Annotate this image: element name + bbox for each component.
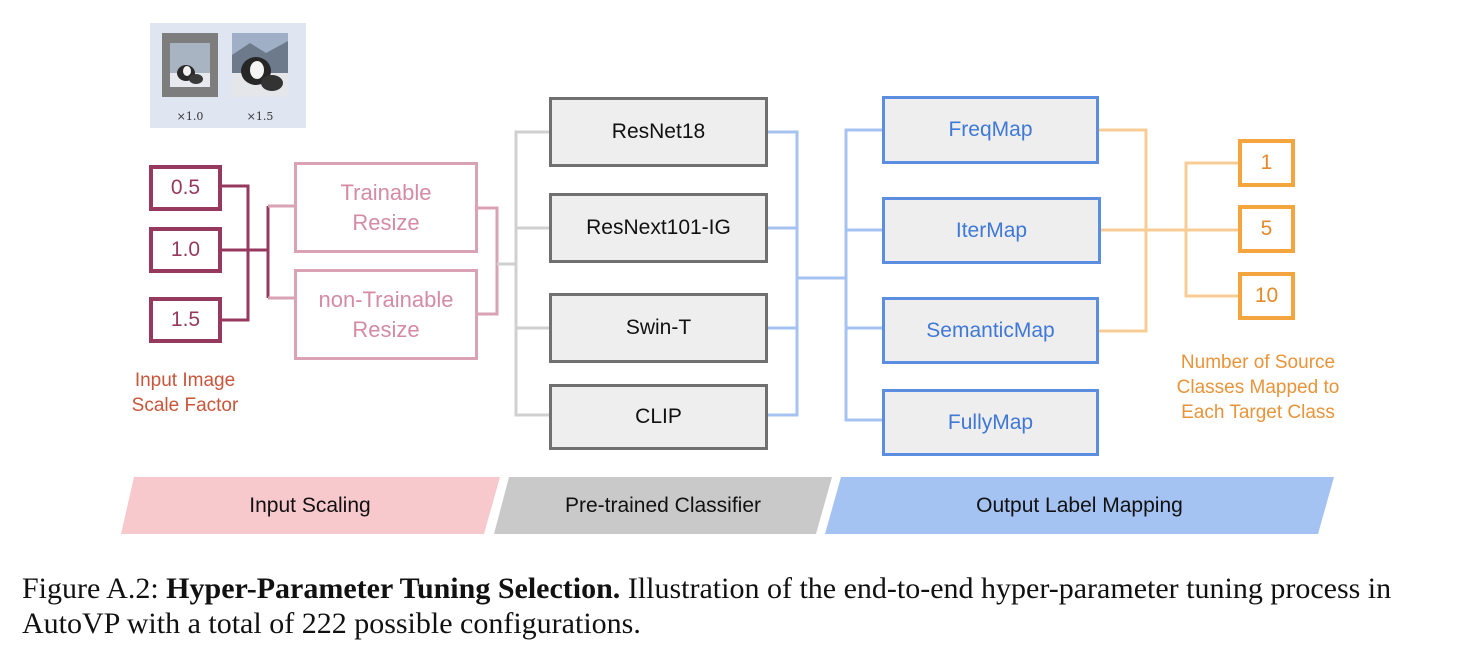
resize-line: Resize	[352, 209, 420, 235]
note-line: Scale Factor	[131, 395, 239, 416]
label-map-box: FullyMap	[882, 389, 1099, 456]
label-map-box: IterMap	[882, 197, 1101, 264]
label-map-box: SemanticMap	[882, 297, 1099, 364]
resize-line: Trainable	[340, 179, 432, 205]
note-line: Number of Source	[1180, 352, 1336, 373]
classifier-box: Swin-T	[549, 293, 768, 363]
classifier-box: ResNet18	[549, 97, 768, 167]
map-out-connectors	[1099, 128, 1238, 333]
source-class-count-note: Number of Source Classes Mapped to Each …	[1148, 350, 1368, 425]
thumbnail-label: ×1.0	[176, 110, 204, 123]
thumbnail-scale-1-0	[162, 33, 218, 97]
classifier-in-connectors	[497, 130, 549, 417]
caption-body: Illustration of the end-to-end hyper-par…	[22, 572, 1392, 640]
label-map-box: FreqMap	[882, 96, 1099, 164]
thumbnail-scale-1-5	[232, 33, 288, 97]
note-line: Input Image	[134, 370, 236, 391]
source-class-count-box: 5	[1238, 205, 1295, 253]
scale-thumbnails: ×1.0 ×1.5	[150, 23, 306, 128]
thumbnail-label: ×1.5	[246, 110, 274, 123]
husky-photo-large-icon	[232, 33, 288, 97]
note-line: Classes Mapped to	[1176, 377, 1340, 398]
scale-factor-box: 0.5	[149, 165, 222, 211]
resize-line: non-Trainable	[318, 286, 454, 312]
stage-label-output-label-mapping: Output Label Mapping	[976, 494, 1183, 517]
stage-band-output-label-mapping	[825, 477, 1334, 534]
caption-title: Hyper-Parameter Tuning Selection.	[166, 572, 621, 605]
scale-connectors	[222, 184, 270, 322]
resize-out-connectors	[478, 206, 499, 316]
resize-line: Resize	[352, 316, 420, 342]
scale-factor-box: 1.0	[149, 227, 222, 273]
stage-label-input-scaling: Input Scaling	[249, 494, 371, 517]
source-class-count-box: 1	[1238, 139, 1295, 187]
stage-label-pre-trained-classifier: Pre-trained Classifier	[564, 494, 762, 517]
figure-caption: Figure A.2: Hyper-Parameter Tuning Selec…	[22, 571, 1472, 641]
scale-factor-box: 1.5	[149, 297, 222, 343]
classifier-out-connectors	[768, 128, 882, 422]
stage-band-pre-trained-classifier	[494, 477, 832, 534]
resize-branch-connectors	[268, 204, 294, 300]
caption-prefix: Figure A.2:	[22, 572, 167, 605]
stage-band-input-scaling	[121, 477, 500, 534]
classifier-box: ResNext101-IG	[549, 193, 768, 263]
note-line: Each Target Class	[1181, 402, 1335, 423]
classifier-box: CLIP	[549, 384, 768, 450]
scale-factor-note: Input Image Scale Factor	[105, 368, 265, 418]
source-class-count-box: 10	[1238, 272, 1295, 320]
husky-photo-small-icon	[162, 33, 218, 97]
